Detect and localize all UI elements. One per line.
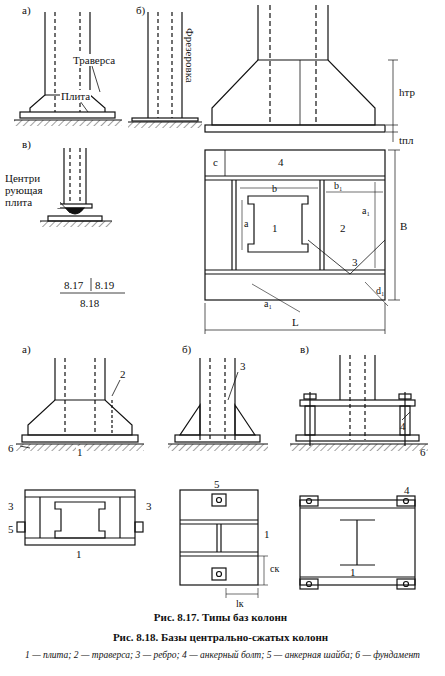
part-label: 2 bbox=[340, 222, 346, 234]
part-label: 5 bbox=[8, 523, 14, 535]
part-label: c bbox=[213, 156, 218, 168]
fraction-line bbox=[60, 293, 125, 294]
part-label: d₁ bbox=[376, 285, 385, 296]
part-label: 6 bbox=[420, 446, 426, 458]
part-label: b₁ bbox=[334, 180, 343, 191]
base-b-top bbox=[128, 12, 202, 128]
part-label: hтр bbox=[399, 86, 415, 98]
part-label: L bbox=[292, 316, 299, 328]
part-label: 6 bbox=[8, 442, 14, 454]
part-label: 1 bbox=[264, 528, 270, 540]
part-label: 8.17 bbox=[64, 279, 83, 291]
part-label: a bbox=[244, 218, 248, 229]
part-label: 4 bbox=[404, 484, 410, 496]
part-label: 4 bbox=[278, 156, 284, 168]
part-label: 8.19 bbox=[95, 279, 114, 291]
part-label: lк bbox=[236, 598, 244, 609]
part-label: 4 bbox=[400, 420, 406, 432]
part-label: a₁ bbox=[362, 205, 370, 216]
part-label: в) bbox=[300, 343, 309, 355]
base-elevation bbox=[205, 5, 398, 142]
part-label: а) bbox=[22, 4, 31, 16]
base-b-bottom bbox=[168, 358, 268, 598]
part-label: B bbox=[400, 220, 407, 232]
part-label: tпл bbox=[399, 134, 413, 146]
part-label: 3 bbox=[146, 500, 152, 512]
fraction-divider bbox=[91, 278, 92, 291]
part-label: а) bbox=[22, 343, 31, 355]
part-label: б) bbox=[136, 4, 145, 16]
part-label: 3 bbox=[8, 500, 14, 512]
part-label: b bbox=[272, 183, 277, 194]
base-a-top bbox=[14, 12, 122, 126]
part-label: в) bbox=[22, 138, 31, 150]
part-label: 1 bbox=[350, 566, 356, 578]
part-label: 1 bbox=[76, 548, 82, 560]
part-label: 3 bbox=[352, 256, 358, 268]
part-label: 1 bbox=[76, 446, 84, 458]
part-label: Фрезеровка bbox=[184, 28, 196, 83]
part-label: 1 bbox=[272, 222, 278, 234]
part-label: cк bbox=[270, 563, 279, 574]
base-c-bottom bbox=[290, 355, 428, 589]
part-label: Плита bbox=[60, 90, 91, 102]
part-label: 2 bbox=[120, 368, 126, 380]
figure-caption: 1 — плита; 2 — траверса; 3 — ребро; 4 — … bbox=[6, 650, 439, 660]
base-plan bbox=[205, 150, 400, 334]
part-label: 5 bbox=[214, 478, 220, 490]
part-label: a₁ bbox=[264, 298, 272, 309]
figure-caption: Рис. 8.17. Типы баз колонн bbox=[0, 611, 443, 623]
part-label: б) bbox=[182, 343, 191, 355]
base-a-bottom bbox=[16, 358, 144, 545]
figure-caption: Рис. 8.18. Базы центрально-сжатых колонн bbox=[0, 631, 443, 643]
part-label: 3 bbox=[240, 360, 246, 372]
part-label: 8.18 bbox=[80, 297, 99, 309]
part-label: Центри рующая плита bbox=[4, 172, 60, 208]
part-label: Траверса bbox=[72, 54, 116, 66]
